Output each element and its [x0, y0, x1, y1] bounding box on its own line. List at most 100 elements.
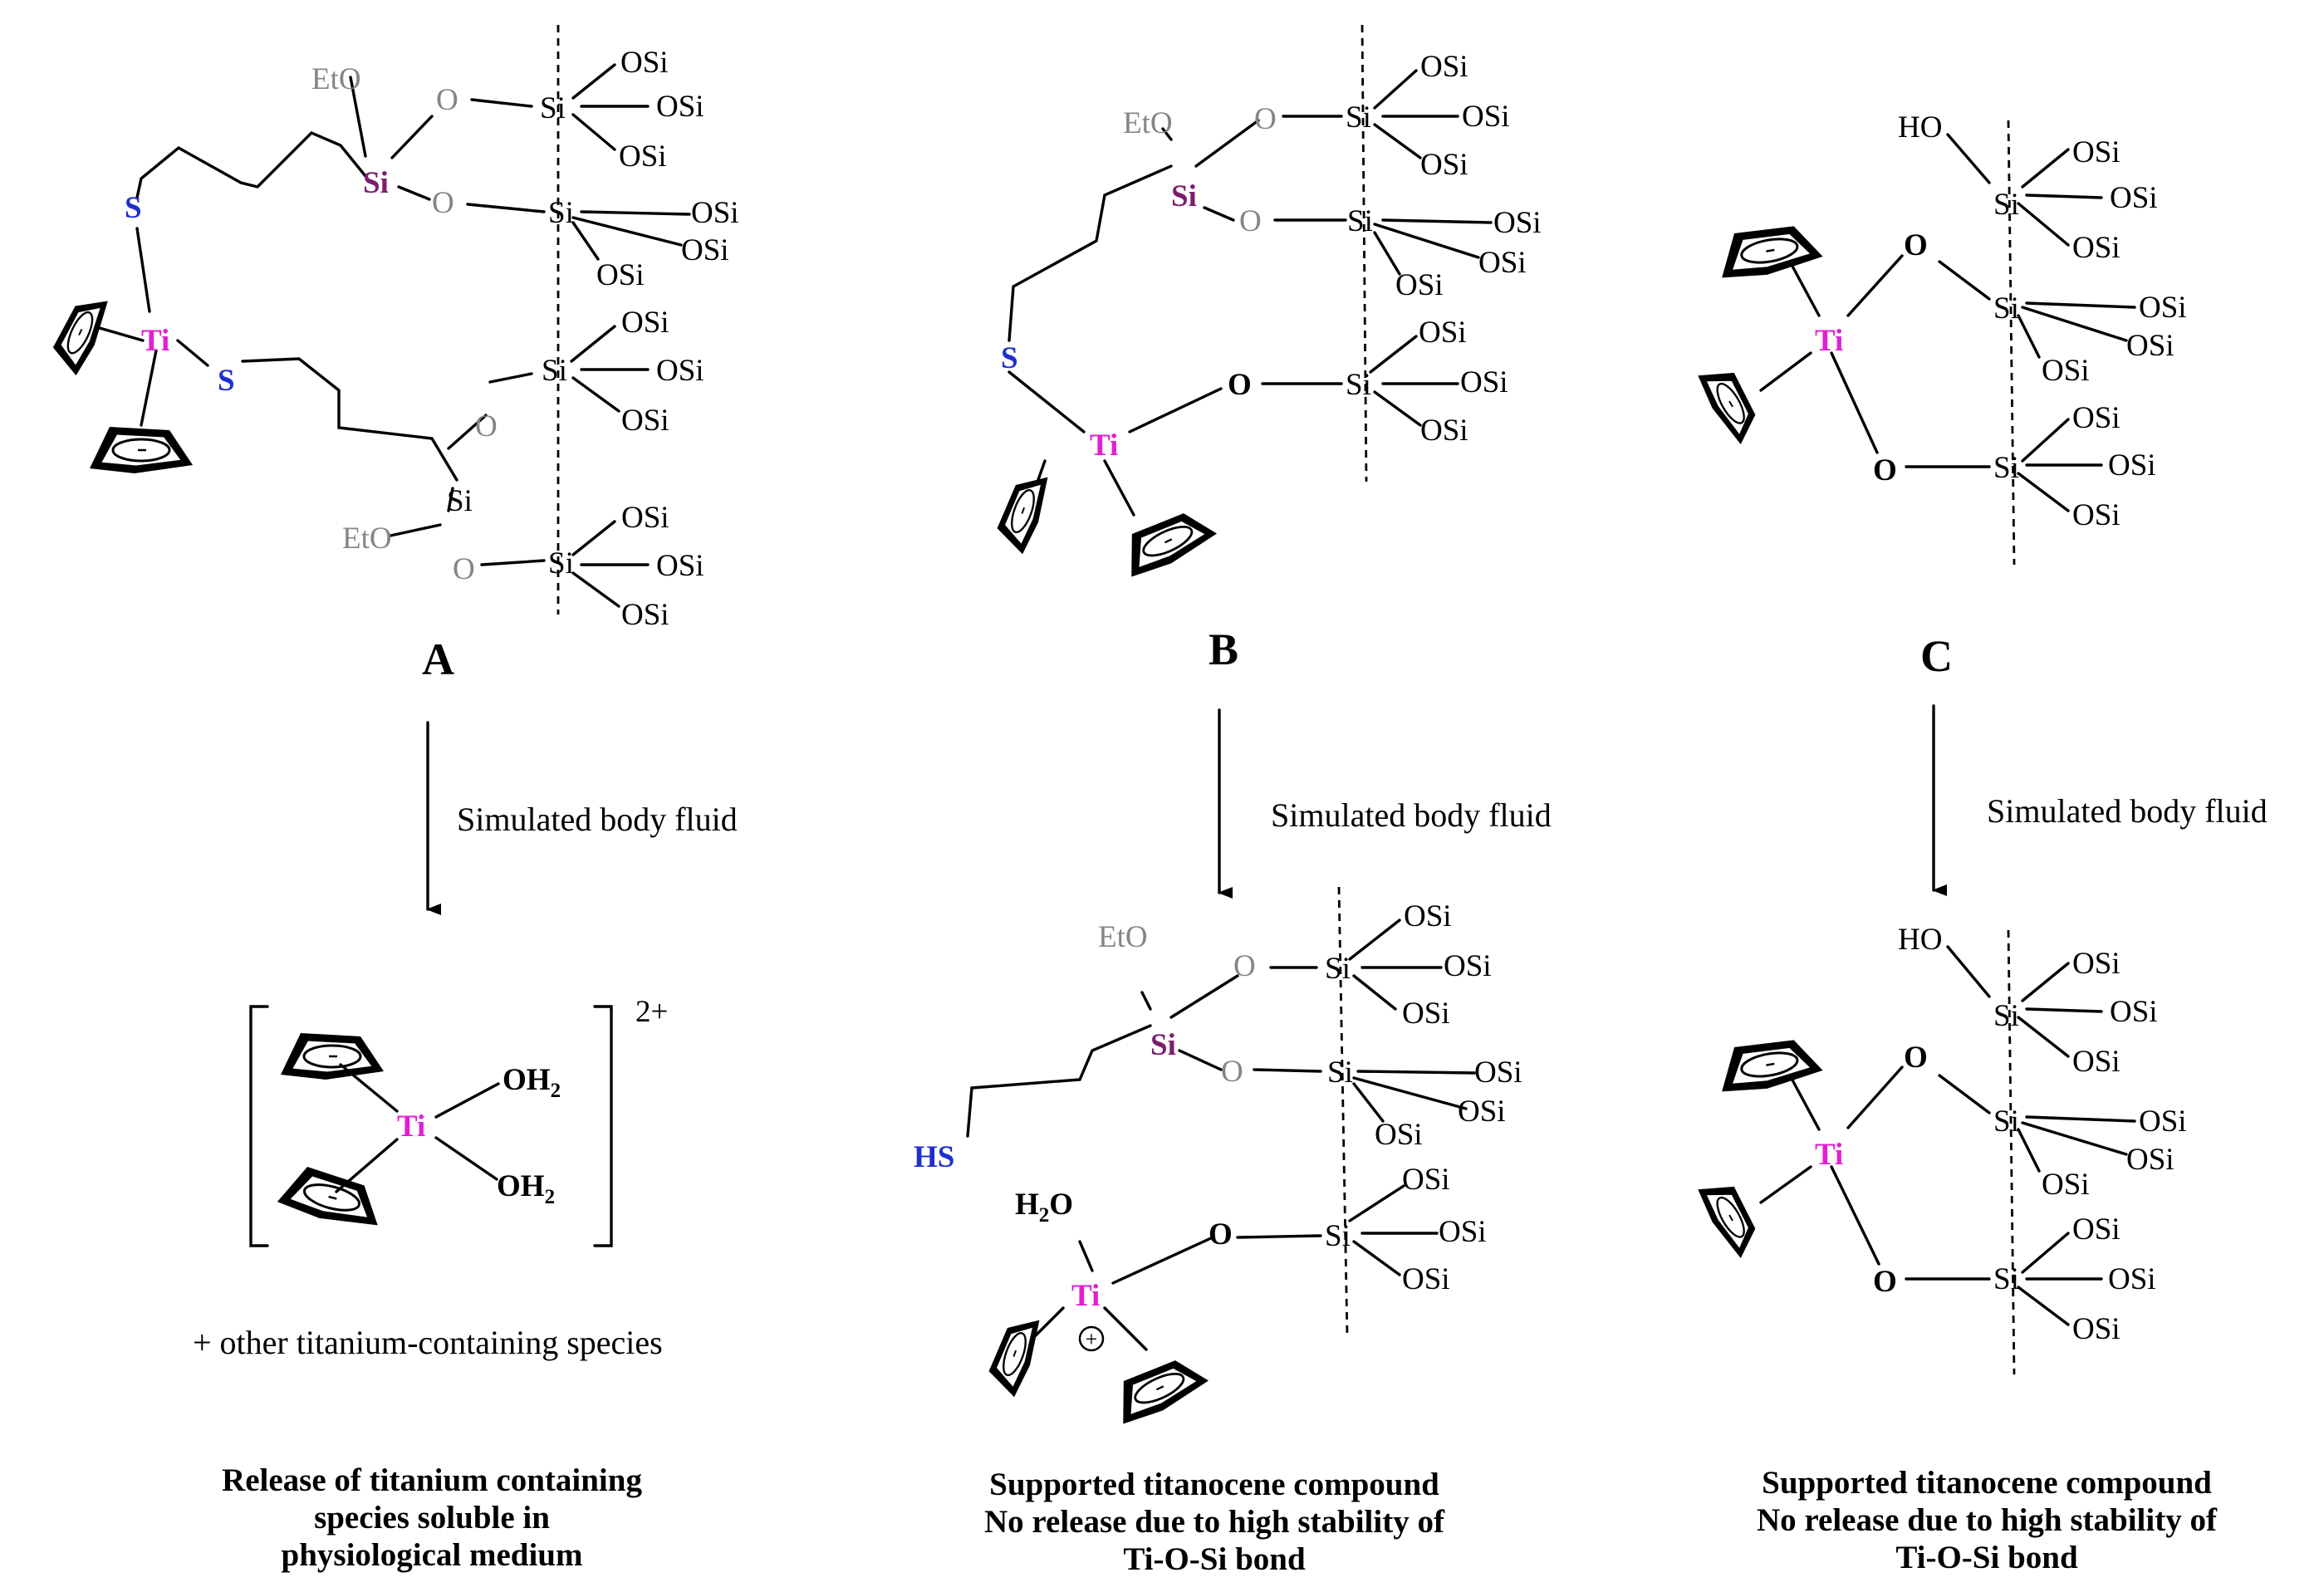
atom-label: OSi	[2042, 1168, 2090, 1202]
atom-label: OSi	[2072, 1212, 2121, 1247]
atom-label: OSi	[1420, 414, 1468, 448]
plus-charge-label: +	[1086, 1327, 1098, 1351]
atom-label: Si	[1993, 291, 2019, 326]
cp-ring-icon	[44, 287, 115, 380]
atom-label: Si	[447, 484, 473, 518]
atom-label: O	[1239, 204, 1262, 238]
atom-label: OSi	[2126, 1143, 2174, 1177]
caption-c-line-2: No release due to high stability of	[1757, 1502, 2218, 1538]
atom-label: OSi	[2072, 401, 2121, 435]
panel-label-c: C	[1920, 631, 1953, 681]
atom-label: Si	[1993, 451, 2019, 485]
caption-a-line-1: Release of titanium containing	[222, 1462, 642, 1498]
atom-label: OSi	[1460, 365, 1508, 399]
atom-label: OSi	[1402, 1262, 1450, 1296]
charge-label: 2+	[635, 995, 668, 1029]
arrow-label-a: Simulated body fluid	[457, 801, 738, 838]
atom-label: OSi	[2110, 181, 2158, 215]
atom-label: Si	[1993, 999, 2019, 1033]
atom-label: Ti	[397, 1110, 425, 1144]
caption-c-line-1: Supported titanocene compound	[1762, 1465, 2212, 1501]
atom-label: OSi	[656, 549, 704, 583]
structure-b: EtO O Si OSi OSi OSi Si O Si OSi OSi OSi…	[990, 24, 1542, 674]
atom-label: S	[1001, 341, 1018, 375]
atom-label: OSi	[1439, 1215, 1487, 1249]
atom-label: OSi	[620, 46, 669, 80]
cp-ring-icon	[990, 465, 1056, 557]
atom-label: OSi	[621, 404, 669, 438]
atom-label: OSi	[1402, 997, 1450, 1031]
atom-label: Si	[548, 546, 574, 580]
cp-ring-icon	[1114, 500, 1222, 583]
structure-a: EtO O Si OSi OSi OSi Si O Si OSi OSi OSi…	[44, 25, 739, 684]
atom-label: OSi	[656, 90, 704, 124]
atom-label: OSi	[2126, 329, 2174, 363]
atom-label: S	[218, 364, 235, 398]
cp-ring-icon	[274, 1160, 390, 1235]
atom-label: Ti	[1815, 1138, 1843, 1172]
atom-label: OSi	[2042, 354, 2090, 388]
cp-ring-icon	[1106, 1347, 1213, 1430]
atom-label: OSi	[1478, 246, 1527, 280]
atom-label: OSi	[2072, 498, 2121, 532]
atom-label: OSi	[2108, 1262, 2156, 1296]
atom-label: Si	[1993, 1105, 2019, 1139]
atom-label: OSi	[1420, 148, 1468, 182]
panel-label-b: B	[1209, 625, 1238, 674]
atom-label: HO	[1898, 110, 1942, 145]
atom-label: EtO	[311, 62, 361, 96]
cp-ring-icon	[1693, 1171, 1769, 1263]
atom-label: Si	[548, 196, 574, 230]
atom-label: OSi	[1395, 268, 1444, 302]
atom-label: Ti	[1815, 324, 1843, 358]
plus-charge-icon	[1078, 1325, 1105, 1352]
atom-label: O	[1873, 453, 1897, 487]
atom-label: OSi	[621, 306, 669, 340]
atom-label: OSi	[1462, 100, 1510, 134]
atom-label: EtO	[1123, 106, 1173, 140]
atom-label: OSi	[2072, 947, 2121, 981]
atom-label: OSi	[1375, 1118, 1423, 1152]
atom-label: O	[1209, 1217, 1233, 1252]
other-species-label: + other titanium-containing species	[193, 1324, 663, 1361]
caption-b-line-1: Supported titanocene compound	[989, 1467, 1439, 1502]
atom-label: Si	[1347, 204, 1373, 238]
atom-label: OSi	[2108, 448, 2156, 482]
atom-label: OSi	[1404, 899, 1452, 933]
atom-label: O	[1228, 368, 1252, 402]
atom-label: OSi	[691, 196, 739, 230]
atom-label: O	[453, 552, 475, 586]
product-c: HO OSi Si OSi OSi O Si OSi OSi OSi Ti OS…	[1693, 923, 2187, 1375]
caption-a-line-3: physiological medium	[282, 1537, 583, 1573]
atom-label: OSi	[596, 258, 645, 292]
panel-label-a: A	[422, 634, 454, 684]
atom-label: OSi	[1420, 50, 1468, 84]
atom-label: OSi	[2072, 1045, 2121, 1079]
atom-label: HS	[914, 1140, 954, 1174]
atom-label: OSi	[1458, 1095, 1506, 1129]
product-b: + EtO O Si OSi OSi OSi Si O Si OSi OSi O…	[914, 886, 1522, 1430]
atom-label: O	[1254, 102, 1277, 136]
cp-ring-icon	[1693, 357, 1769, 449]
atom-label: Si	[1171, 179, 1197, 213]
atom-label: Si	[1325, 1219, 1351, 1253]
atom-label: O	[432, 186, 454, 220]
atom-label: OH2	[503, 1063, 561, 1102]
atom-label: Si	[542, 354, 567, 388]
atom-label: Ti	[1071, 1279, 1100, 1313]
atom-label: OSi	[656, 354, 704, 388]
atom-label: S	[125, 191, 142, 225]
atom-label: Si	[1346, 100, 1371, 135]
atom-label: O	[475, 409, 498, 443]
atom-label: Si	[1346, 368, 1371, 402]
atom-label: Ti	[1090, 429, 1118, 463]
atom-label: Si	[1325, 952, 1351, 986]
caption-b-line-2: No release due to high stability of	[984, 1504, 1445, 1540]
cp-ring-icon	[1713, 1031, 1826, 1098]
cp-ring-icon	[982, 1308, 1047, 1400]
atom-label: OSi	[2139, 1105, 2187, 1139]
atom-label: OSi	[1493, 206, 1542, 240]
atom-label: Ti	[141, 324, 169, 358]
caption-b-line-3: Ti-O-Si bond	[1123, 1541, 1306, 1577]
